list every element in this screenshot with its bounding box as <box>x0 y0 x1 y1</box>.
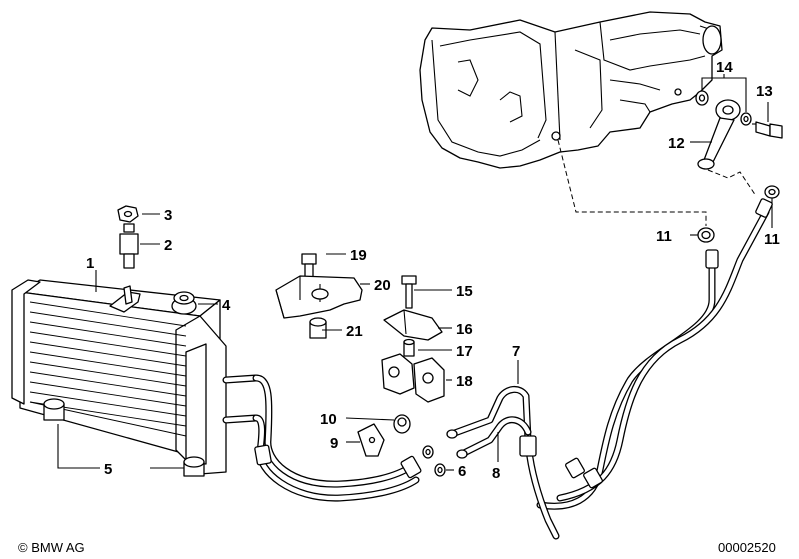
callout-4: 4 <box>222 297 231 314</box>
part-11-sealing-ring-right <box>764 185 780 228</box>
part-10-grommet <box>393 414 411 434</box>
callout-13: 13 <box>756 83 773 100</box>
callout-16: 16 <box>456 321 473 338</box>
part-6-sealing-rings <box>422 445 446 477</box>
part-9-holder <box>357 423 385 457</box>
part-18-rubber-clamp <box>381 353 445 403</box>
callout-18: 18 <box>456 373 473 390</box>
callout-15: 15 <box>456 283 473 300</box>
oil-lines <box>536 198 773 510</box>
part-11-sealing-ring-left <box>690 227 715 243</box>
callout-19: 19 <box>350 247 367 264</box>
callout-11-left: 11 <box>656 228 672 245</box>
callout-17: 17 <box>456 343 473 360</box>
callout-20: 20 <box>374 277 391 294</box>
part-15-bolt <box>401 275 417 309</box>
part-21-bushing <box>309 317 327 339</box>
diagram-number: 00002520 <box>718 540 776 555</box>
callout-leaders <box>140 123 756 471</box>
callout-9: 9 <box>330 435 338 452</box>
part-5-grommets <box>43 398 205 477</box>
callout-12: 12 <box>668 135 685 152</box>
callout-5: 5 <box>104 461 112 478</box>
part-2-rubber-mount <box>119 223 139 269</box>
callout-10: 10 <box>320 411 337 428</box>
part-1-oil-cooler <box>11 270 260 475</box>
callout-6: 6 <box>458 463 466 480</box>
callout-2: 2 <box>164 237 172 254</box>
part-4-grommet <box>171 291 197 315</box>
part-14-sealing-rings <box>695 74 752 126</box>
part-12-banjo-fitting <box>690 99 741 170</box>
leader-dashed-right <box>707 169 757 197</box>
part-19-bolt <box>301 253 317 279</box>
callout-7: 7 <box>512 343 520 360</box>
part-13-hollow-bolt <box>755 102 783 139</box>
transmission-housing <box>419 11 723 169</box>
part-16-clamp <box>383 309 443 341</box>
callout-8: 8 <box>492 465 500 482</box>
callout-3: 3 <box>164 207 172 224</box>
callout-14: 14 <box>716 59 733 76</box>
callout-11-right: 11 <box>764 231 780 248</box>
cooler-return-lines <box>252 374 422 502</box>
leader-dashed-left <box>557 139 707 226</box>
callout-1: 1 <box>86 255 94 272</box>
part-17-spacer <box>403 338 415 357</box>
part-20-bracket <box>275 275 363 319</box>
copyright-label: © BMW AG <box>18 540 85 555</box>
part-3-nut <box>117 205 139 223</box>
callout-21: 21 <box>346 323 363 340</box>
part-8-oil-line <box>456 416 537 462</box>
